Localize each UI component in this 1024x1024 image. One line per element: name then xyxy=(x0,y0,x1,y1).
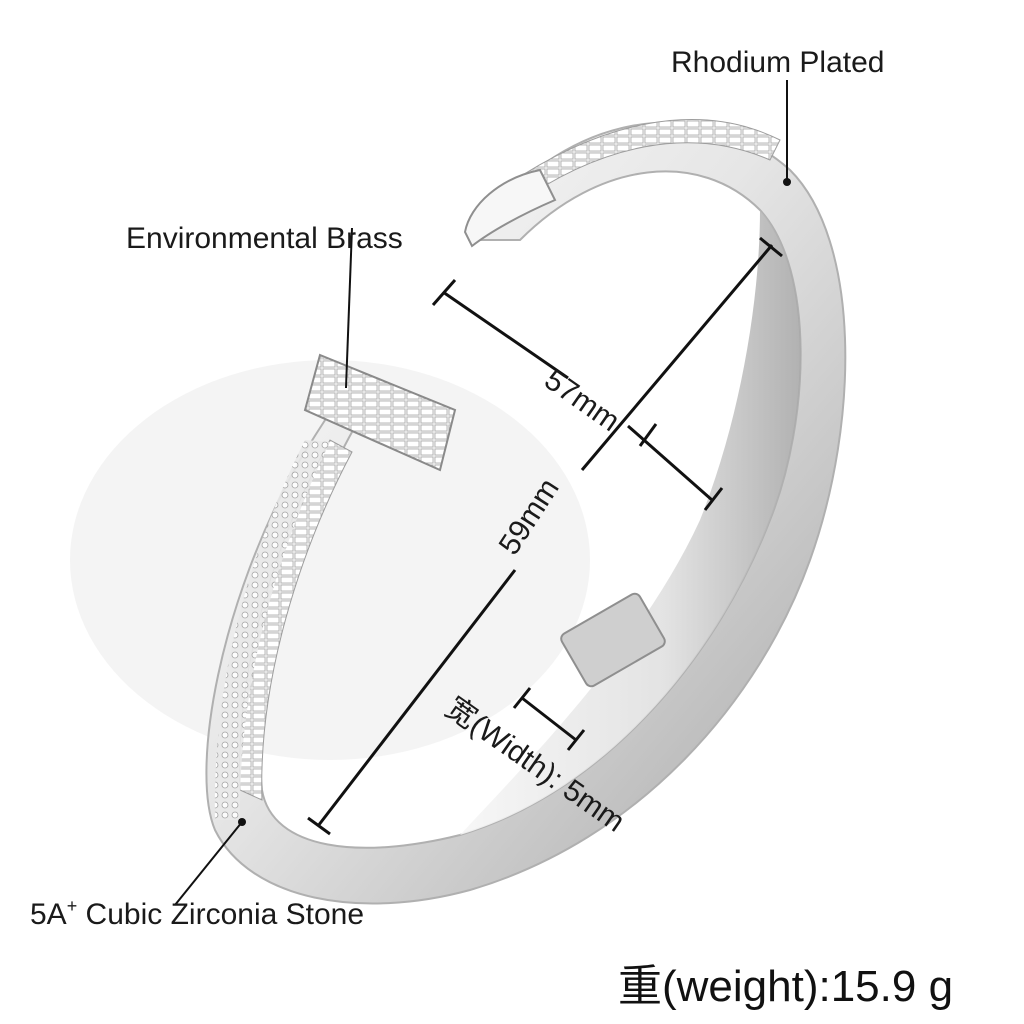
dim-cap-width-a xyxy=(512,687,532,709)
callout-dot-rhodium xyxy=(783,178,791,186)
callout-line-brass xyxy=(345,227,353,389)
dim-cap-57b xyxy=(703,487,724,511)
label-cubic-zirconia: 5A+ Cubic Zirconia Stone xyxy=(30,896,365,932)
cz-suffix: Cubic Zirconia Stone xyxy=(77,898,365,931)
dim-line-57 xyxy=(442,290,569,380)
nail-head xyxy=(303,353,457,472)
dim-line-57b xyxy=(627,424,713,502)
cz-prefix: 5A xyxy=(30,898,67,931)
dim-cap-57c xyxy=(638,423,658,447)
bangle-inner-surface xyxy=(460,210,801,835)
pave-row-left xyxy=(214,440,330,820)
dim-line-59a xyxy=(580,244,774,471)
dim-line-width xyxy=(521,696,577,742)
dim-cap-57a xyxy=(431,279,457,306)
stone-row-top xyxy=(499,119,781,206)
label-rhodium-plated: Rhodium Plated xyxy=(671,46,885,79)
callout-dot-cz xyxy=(238,818,246,826)
dim-cap-59b xyxy=(307,816,331,836)
cz-superscript: + xyxy=(66,896,78,916)
dim-cap-59a xyxy=(759,236,783,258)
bangle-hinge xyxy=(560,592,666,688)
label-environmental-brass: Environmental Brass xyxy=(126,222,403,255)
nail-tip xyxy=(463,168,557,248)
label-weight: 重(weight):15.9 g xyxy=(618,962,954,1011)
dim-cap-width-b xyxy=(566,729,586,751)
dim-line-59b xyxy=(316,569,517,827)
bangle-shadow xyxy=(70,360,590,760)
callout-line-cz xyxy=(174,821,243,906)
